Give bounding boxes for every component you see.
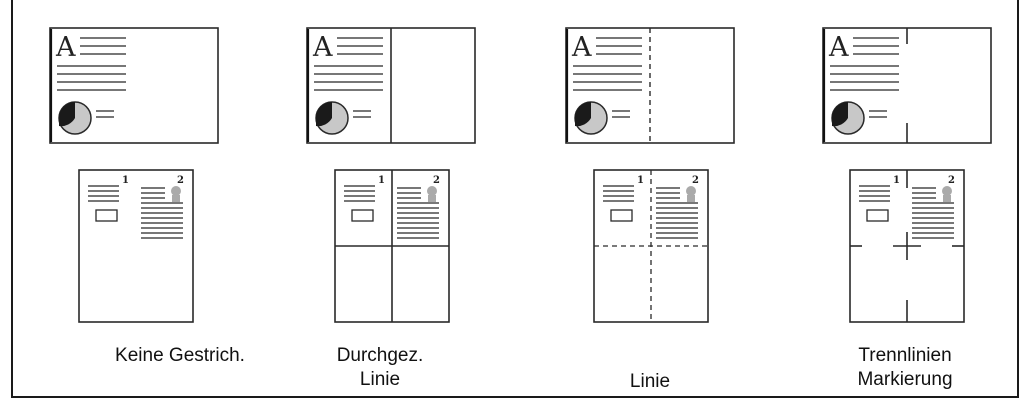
landscape-letter: A xyxy=(55,32,76,63)
crop-marks xyxy=(850,170,964,322)
pie-chart-icon xyxy=(831,101,865,135)
caption-marks: Trennlinien Markierung xyxy=(857,345,953,390)
page-1-thumbnail: 1 xyxy=(603,175,644,222)
text-lines-icon xyxy=(830,37,899,91)
text-lines-icon xyxy=(314,37,383,91)
caption-solid: Durchgez. Linie xyxy=(336,345,424,390)
person-icon xyxy=(171,186,181,196)
landscape-letter: A xyxy=(571,32,592,63)
image-placeholder-icon xyxy=(351,209,374,222)
pie-chart-icon xyxy=(315,101,349,135)
caption-none: Keine Gestrich. xyxy=(115,345,245,366)
landscape-letter: A xyxy=(312,32,333,63)
text-lines-icon xyxy=(57,37,126,91)
diagram-frame xyxy=(11,0,1019,398)
page-1-thumbnail: 1 xyxy=(88,175,129,222)
page-number-2: 2 xyxy=(177,175,184,186)
page-1-thumbnail: 1 xyxy=(859,175,900,222)
landscape-letter: A xyxy=(828,32,849,63)
page-number-2: 2 xyxy=(692,175,699,186)
image-placeholder-icon xyxy=(610,209,633,222)
caption-dashed: Linie xyxy=(629,371,671,392)
page-2-thumbnail: 2 xyxy=(912,175,955,239)
person-icon xyxy=(427,186,437,196)
page-number-1: 1 xyxy=(378,175,385,186)
page-number-1: 1 xyxy=(122,175,129,186)
page-2-thumbnail: 2 xyxy=(397,175,440,239)
pie-chart-icon xyxy=(574,101,608,135)
page-number-1: 1 xyxy=(893,175,900,186)
image-placeholder-icon xyxy=(95,209,118,222)
person-icon xyxy=(686,186,696,196)
page-1-thumbnail: 1 xyxy=(344,175,385,222)
landscape-source-page-3: A xyxy=(822,27,992,144)
landscape-source-page-1: A xyxy=(306,27,476,144)
pie-chart-icon xyxy=(58,101,92,135)
text-lines-icon xyxy=(573,37,642,91)
landscape-source-page-2: A xyxy=(565,27,735,144)
page-2-thumbnail: 2 xyxy=(656,175,699,239)
page-number-2: 2 xyxy=(433,175,440,186)
landscape-source-page-0: A xyxy=(49,27,219,144)
page-2-thumbnail: 2 xyxy=(141,175,184,239)
image-placeholder-icon xyxy=(866,209,889,222)
person-icon xyxy=(942,186,952,196)
page-number-2: 2 xyxy=(948,175,955,186)
page-number-1: 1 xyxy=(637,175,644,186)
